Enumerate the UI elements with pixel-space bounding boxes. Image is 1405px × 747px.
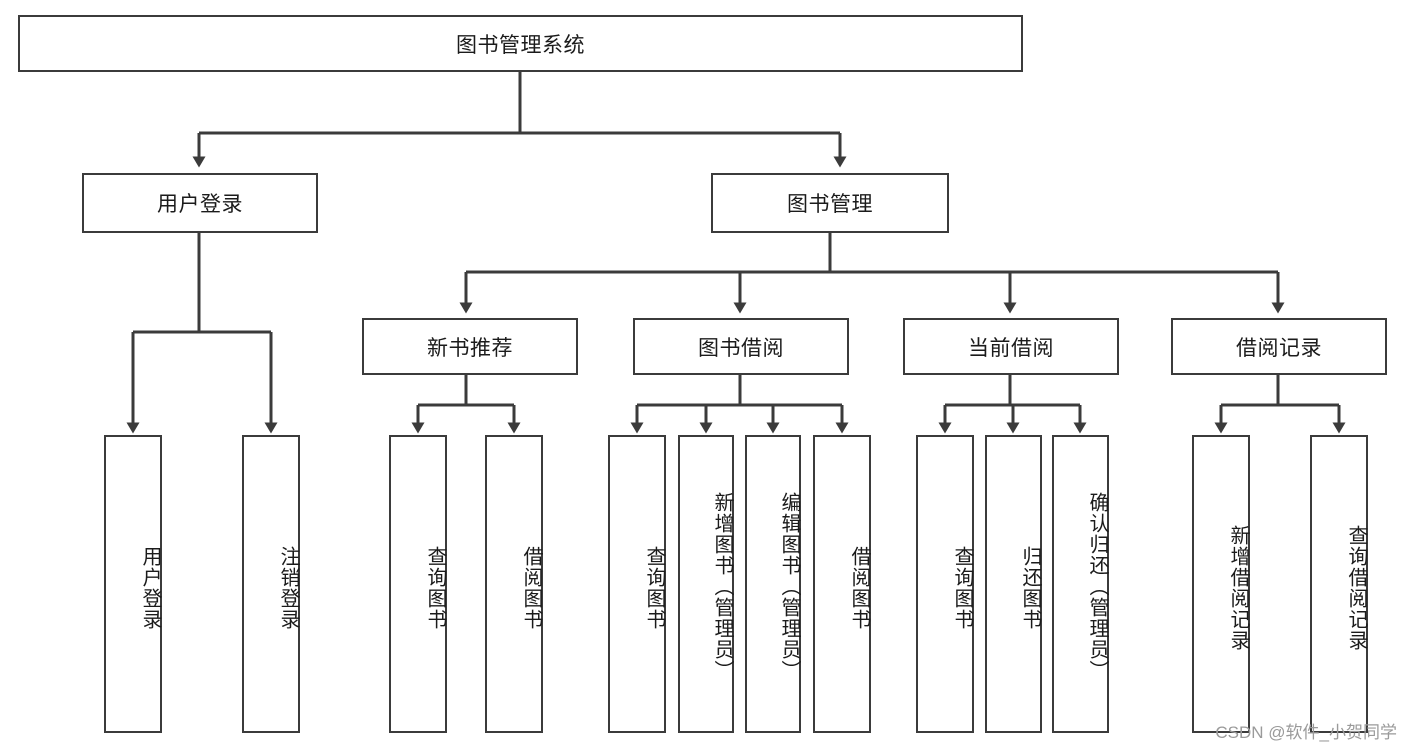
leaf-query-borrow-record-label: 查询借阅记录: [1345, 525, 1367, 651]
leaf-logout[interactable]: 注销登录: [242, 435, 300, 733]
leaf-add-book-label: 新增图书（管理员）: [711, 491, 733, 681]
node-new-book-recommend[interactable]: 新书推荐: [362, 318, 578, 375]
leaf-borrow-book-recommend-label: 借阅图书: [520, 546, 542, 630]
leaf-return-book[interactable]: 归还图书: [985, 435, 1042, 733]
node-book-manage-label: 图书管理: [787, 193, 873, 216]
leaf-add-book[interactable]: 新增图书（管理员）: [678, 435, 734, 733]
node-book-borrow[interactable]: 图书借阅: [633, 318, 849, 375]
node-borrow-record-label: 借阅记录: [1236, 336, 1322, 360]
leaf-query-borrow-record[interactable]: 查询借阅记录: [1310, 435, 1368, 733]
leaf-add-borrow-record-label: 新增借阅记录: [1227, 525, 1249, 651]
node-new-book-recommend-label: 新书推荐: [427, 336, 513, 360]
leaf-query-book-current[interactable]: 查询图书: [916, 435, 974, 733]
leaf-borrow-book-recommend[interactable]: 借阅图书: [485, 435, 543, 733]
node-book-borrow-label: 图书借阅: [698, 336, 784, 360]
node-current-borrow-label: 当前借阅: [968, 336, 1054, 360]
leaf-query-book-current-label: 查询图书: [951, 546, 973, 630]
leaf-user-login[interactable]: 用户登录: [104, 435, 162, 733]
leaf-borrow-book[interactable]: 借阅图书: [813, 435, 871, 733]
leaf-return-book-label: 归还图书: [1019, 546, 1041, 630]
node-book-manage[interactable]: 图书管理: [711, 173, 949, 233]
watermark-text: CSDN @软件_小贺同学: [1215, 723, 1397, 742]
node-borrow-record[interactable]: 借阅记录: [1171, 318, 1387, 375]
leaf-query-book-recommend[interactable]: 查询图书: [389, 435, 447, 733]
leaf-query-book-borrow-label: 查询图书: [643, 546, 665, 630]
node-user-login[interactable]: 用户登录: [82, 173, 318, 233]
leaf-confirm-return[interactable]: 确认归还（管理员）: [1052, 435, 1109, 733]
node-root[interactable]: 图书管理系统: [18, 15, 1023, 72]
leaf-logout-label: 注销登录: [277, 546, 299, 630]
leaf-edit-book[interactable]: 编辑图书（管理员）: [745, 435, 801, 733]
leaf-user-login-label: 用户登录: [139, 546, 161, 630]
leaf-edit-book-label: 编辑图书（管理员）: [778, 491, 800, 681]
leaf-query-book-recommend-label: 查询图书: [424, 546, 446, 630]
leaf-confirm-return-label: 确认归还（管理员）: [1086, 491, 1108, 681]
leaf-add-borrow-record[interactable]: 新增借阅记录: [1192, 435, 1250, 733]
leaf-query-book-borrow[interactable]: 查询图书: [608, 435, 666, 733]
node-current-borrow[interactable]: 当前借阅: [903, 318, 1119, 375]
leaf-borrow-book-label: 借阅图书: [848, 546, 870, 630]
node-user-login-label: 用户登录: [157, 193, 243, 216]
node-root-label: 图书管理系统: [456, 33, 585, 57]
